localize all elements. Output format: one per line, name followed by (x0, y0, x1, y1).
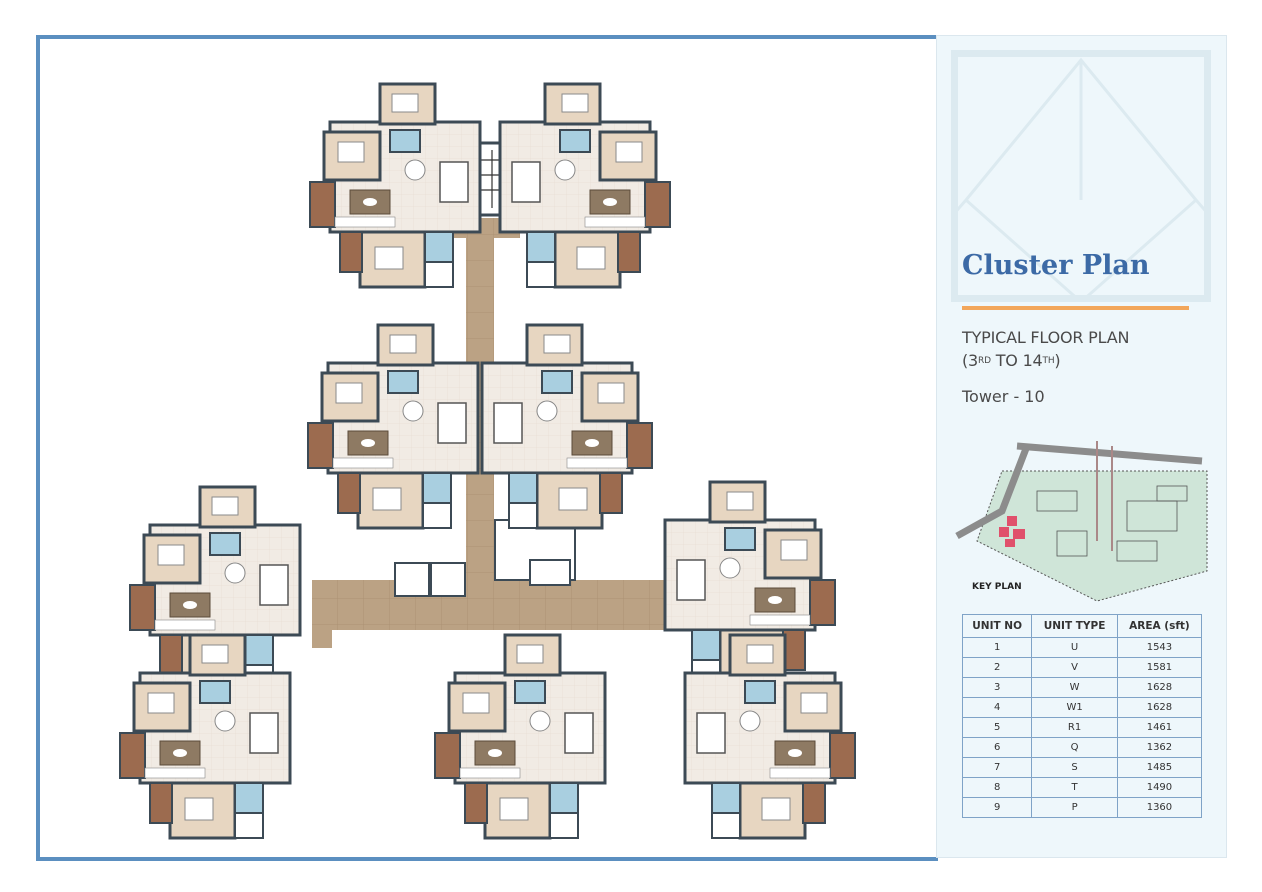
key-plan-map: KEY PLAN (955, 441, 1208, 602)
unit-type: P (1031, 797, 1118, 818)
unit-type: R1 (1031, 717, 1118, 738)
key-plan-label: KEY PLAN (972, 582, 1022, 592)
table-header-row: UNIT NO UNIT TYPE AREA (sft) (961, 614, 1203, 638)
unit-type: Q (1031, 737, 1118, 758)
header-area: AREA (sft) (1116, 614, 1203, 638)
unit-area: 1362 (1116, 737, 1203, 758)
unit-area: 1485 (1116, 757, 1203, 778)
header-unit-type: UNIT TYPE (1031, 614, 1118, 638)
tower-label: Tower - 10 (962, 387, 1045, 406)
unit-area: 1461 (1116, 717, 1203, 738)
unit-area: 1581 (1116, 657, 1203, 678)
floor-range-sup2: TH (1042, 356, 1055, 366)
unit-type: U (1031, 637, 1118, 658)
floor-range-start: (3 (962, 351, 979, 370)
unit-no: 6 (961, 737, 1033, 758)
unit-type: W (1031, 677, 1118, 698)
accent-rule (962, 306, 1189, 310)
floor-range-end: ) (1054, 351, 1061, 370)
unit-no: 2 (961, 657, 1033, 678)
unit-no: 5 (961, 717, 1033, 738)
unit-no: 3 (961, 677, 1033, 698)
unit-no: 7 (961, 757, 1033, 778)
unit-area: 1628 (1116, 697, 1203, 718)
unit-area: 1490 (1116, 777, 1203, 798)
header-unit-no: UNIT NO (961, 614, 1033, 638)
unit-no: 9 (961, 797, 1033, 818)
decorative-diamond-pattern (951, 50, 1211, 302)
page-title: Cluster Plan (962, 250, 1150, 281)
floor-range-sup1: RD (978, 356, 991, 366)
unit-area: 1543 (1116, 637, 1203, 658)
unit-no: 1 (961, 637, 1033, 658)
unit-area: 1628 (1116, 677, 1203, 698)
floor-range: (3RD TO 14TH) (962, 349, 1129, 372)
floor-plan-subtitle: TYPICAL FLOOR PLAN (3RD TO 14TH) (962, 326, 1129, 372)
floor-range-mid: TO 14 (990, 351, 1043, 370)
info-panel: Cluster Plan TYPICAL FLOOR PLAN (3RD TO … (936, 35, 1227, 858)
unit-type: V (1031, 657, 1118, 678)
subtitle-line1: TYPICAL FLOOR PLAN (962, 328, 1130, 347)
unit-area: 1360 (1116, 797, 1203, 818)
unit-type: W1 (1031, 697, 1118, 718)
unit-no: 8 (961, 777, 1033, 798)
unit-type: T (1031, 777, 1118, 798)
unit-type: S (1031, 757, 1118, 778)
unit-no: 4 (961, 697, 1033, 718)
floor-plan-drawing (118, 82, 857, 840)
